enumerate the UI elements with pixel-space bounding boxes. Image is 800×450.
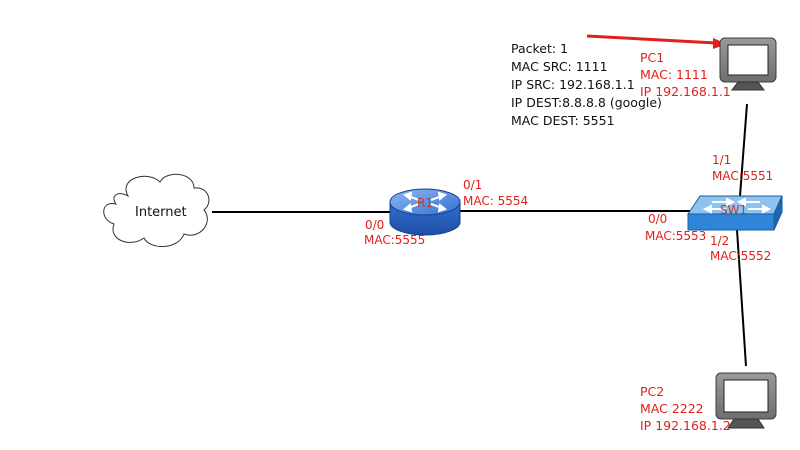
packet-mac-dest: MAC DEST: 5551 bbox=[511, 113, 615, 128]
pc1-mac: MAC: 1111 bbox=[640, 67, 708, 82]
pc2-labels: PC2 MAC 2222 IP 192.168.1.2 bbox=[640, 383, 731, 434]
pc1-labels: PC1 MAC: 1111 IP 192.168.1.1 bbox=[640, 49, 731, 100]
router-icon bbox=[389, 188, 461, 236]
packet-title: Packet: 1 bbox=[511, 41, 569, 56]
router-mac-left: MAC:5555 bbox=[364, 233, 426, 247]
switch-name: SW1 bbox=[720, 203, 748, 217]
packet-info: Packet: 1 MAC SRC: 1111 IP SRC: 192.168.… bbox=[511, 40, 662, 130]
switch-port-bottom: 1/2 bbox=[710, 234, 730, 248]
router-name: R1 bbox=[417, 196, 433, 210]
switch-mac-left: MAC:5553 bbox=[645, 229, 707, 243]
pc1-ip: IP 192.168.1.1 bbox=[640, 84, 731, 99]
pc2-name: PC2 bbox=[640, 384, 665, 399]
link-switch-pc2 bbox=[736, 229, 747, 367]
router-port-left: 0/0 bbox=[365, 218, 385, 232]
switch-port-left: 0/0 bbox=[648, 212, 668, 226]
packet-mac-src: MAC SRC: 1111 bbox=[511, 59, 608, 74]
link-switch-pc1 bbox=[739, 103, 748, 197]
switch-port-top: 1/1 bbox=[712, 153, 732, 167]
packet-ip-dest: IP DEST:8.8.8.8 (google) bbox=[511, 95, 662, 110]
pc1-icon bbox=[719, 37, 777, 91]
internet-label: Internet bbox=[135, 205, 187, 220]
switch-icon bbox=[687, 195, 783, 231]
pc2-ip: IP 192.168.1.2 bbox=[640, 418, 731, 433]
packet-ip-src: IP SRC: 192.168.1.1 bbox=[511, 77, 635, 92]
router-port-right: 0/1 bbox=[463, 178, 483, 192]
router-mac-right: MAC: 5554 bbox=[463, 194, 529, 208]
switch-mac-bottom: MAC:5552 bbox=[710, 249, 772, 263]
internet-cloud-icon bbox=[103, 173, 210, 247]
pc1-name: PC1 bbox=[640, 50, 665, 65]
switch-mac-top: MAC:5551 bbox=[712, 169, 774, 183]
pc2-icon bbox=[715, 372, 777, 429]
pc2-mac: MAC 2222 bbox=[640, 401, 704, 416]
